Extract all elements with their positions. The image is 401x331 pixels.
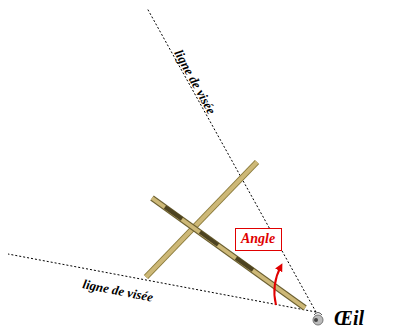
staff <box>152 198 305 308</box>
transom <box>146 162 257 277</box>
staff <box>152 198 305 308</box>
sight-line <box>147 8 316 312</box>
angle-arrow <box>274 266 281 305</box>
angle-label: Angle <box>241 231 276 247</box>
eye-icon <box>313 313 323 326</box>
eye-label: Œil <box>334 307 364 330</box>
sight-line-label: ligne de visée <box>81 276 154 305</box>
angle-box: Angle <box>235 228 282 251</box>
sight-line-label: ligne de visée <box>170 47 219 117</box>
transom <box>146 162 257 277</box>
